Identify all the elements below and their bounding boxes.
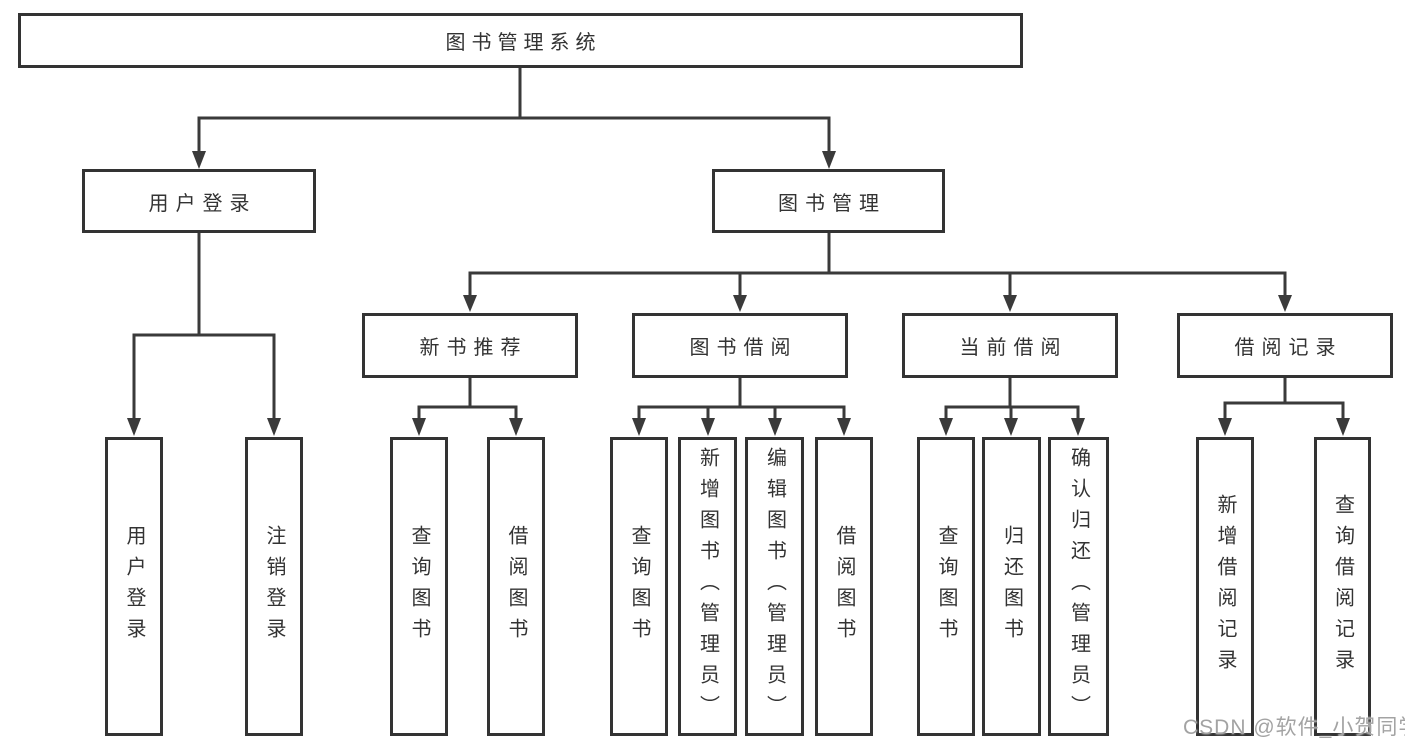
arrowhead — [701, 418, 715, 436]
node-user-login-label: 用户登录 — [148, 192, 257, 215]
connector-new-book-recommend — [417, 376, 518, 422]
node-book-management-label: 图书管理 — [778, 192, 886, 215]
leaf-borrow-books-recommend: 借阅图书 — [487, 437, 545, 736]
node-user-login: 用户登录 — [82, 169, 316, 233]
arrowhead — [837, 418, 851, 436]
arrowhead — [632, 418, 646, 436]
node-book-borrow-label: 图书借阅 — [689, 337, 798, 359]
connector-book-borrow — [637, 376, 846, 422]
leaf-return-books-label: 归还图书 — [1000, 524, 1023, 649]
leaf-borrow-books-label: 借阅图书 — [833, 524, 855, 649]
node-borrow-records-label: 借阅记录 — [1234, 337, 1343, 359]
leaf-confirm-return-admin: 确认归还（管理员） — [1048, 437, 1109, 736]
leaf-confirm-return-admin-label: 确认归还（管理员） — [1067, 447, 1090, 726]
arrowhead — [768, 418, 782, 436]
arrowheads — [127, 151, 1350, 436]
leaf-borrow-books: 借阅图书 — [815, 437, 873, 736]
arrowhead — [733, 295, 747, 312]
arrowhead — [1071, 418, 1085, 436]
connector-root — [197, 66, 831, 154]
leaf-query-borrow-record-label: 查询借阅记录 — [1331, 493, 1354, 680]
node-current-borrow: 当前借阅 — [902, 313, 1118, 378]
arrowhead — [412, 418, 426, 436]
node-new-book-recommend-label: 新书推荐 — [419, 337, 528, 359]
leaf-edit-books-admin-label: 编辑图书（管理员） — [763, 447, 786, 726]
leaf-return-books: 归还图书 — [982, 437, 1041, 736]
connector-current-borrow — [944, 376, 1080, 422]
leaf-query-books-recommend-label: 查询图书 — [408, 524, 430, 649]
leaf-add-borrow-record: 新增借阅记录 — [1196, 437, 1254, 736]
arrowhead — [1336, 418, 1350, 436]
leaf-logout: 注销登录 — [245, 437, 303, 736]
leaf-query-books-current: 查询图书 — [917, 437, 975, 736]
leaf-add-borrow-record-label: 新增借阅记录 — [1214, 493, 1236, 680]
leaf-query-books-current-label: 查询图书 — [935, 524, 957, 649]
arrowhead — [1218, 418, 1232, 436]
node-borrow-records: 借阅记录 — [1177, 313, 1393, 378]
arrowhead — [127, 418, 141, 436]
node-new-book-recommend: 新书推荐 — [362, 313, 578, 378]
leaf-logout-label: 注销登录 — [263, 524, 285, 649]
arrowhead — [822, 151, 836, 169]
arrowhead — [192, 151, 206, 169]
arrowhead — [509, 418, 523, 436]
leaf-query-books-recommend: 查询图书 — [390, 437, 448, 736]
node-book-management: 图书管理 — [712, 169, 945, 233]
leaf-edit-books-admin: 编辑图书（管理员） — [745, 437, 804, 736]
leaf-add-books-admin-label: 新增图书（管理员） — [696, 447, 719, 726]
arrowhead — [1003, 295, 1017, 312]
arrowhead — [463, 295, 477, 312]
connector-user-login — [132, 231, 276, 422]
arrowhead — [939, 418, 953, 436]
leaf-user-login: 用户登录 — [105, 437, 163, 736]
leaf-query-books-borrow-label: 查询图书 — [628, 524, 650, 649]
node-library-system-label: 图书管理系统 — [445, 32, 602, 54]
arrowhead — [1004, 418, 1018, 436]
connector-borrow-records — [1223, 376, 1345, 422]
leaf-add-books-admin: 新增图书（管理员） — [678, 437, 737, 736]
node-library-system: 图书管理系统 — [18, 13, 1023, 68]
connector-book-management — [468, 231, 1287, 298]
arrowhead — [1278, 295, 1292, 312]
arrowhead — [267, 418, 281, 436]
node-current-borrow-label: 当前借阅 — [959, 337, 1068, 359]
node-book-borrow: 图书借阅 — [632, 313, 848, 378]
leaf-query-books-borrow: 查询图书 — [610, 437, 668, 736]
csdn-watermark: CSDN @软件_小贺同学 — [1183, 716, 1405, 739]
leaf-user-login-label: 用户登录 — [123, 524, 145, 649]
leaf-borrow-books-recommend-label: 借阅图书 — [505, 524, 527, 649]
leaf-query-borrow-record: 查询借阅记录 — [1314, 437, 1371, 736]
